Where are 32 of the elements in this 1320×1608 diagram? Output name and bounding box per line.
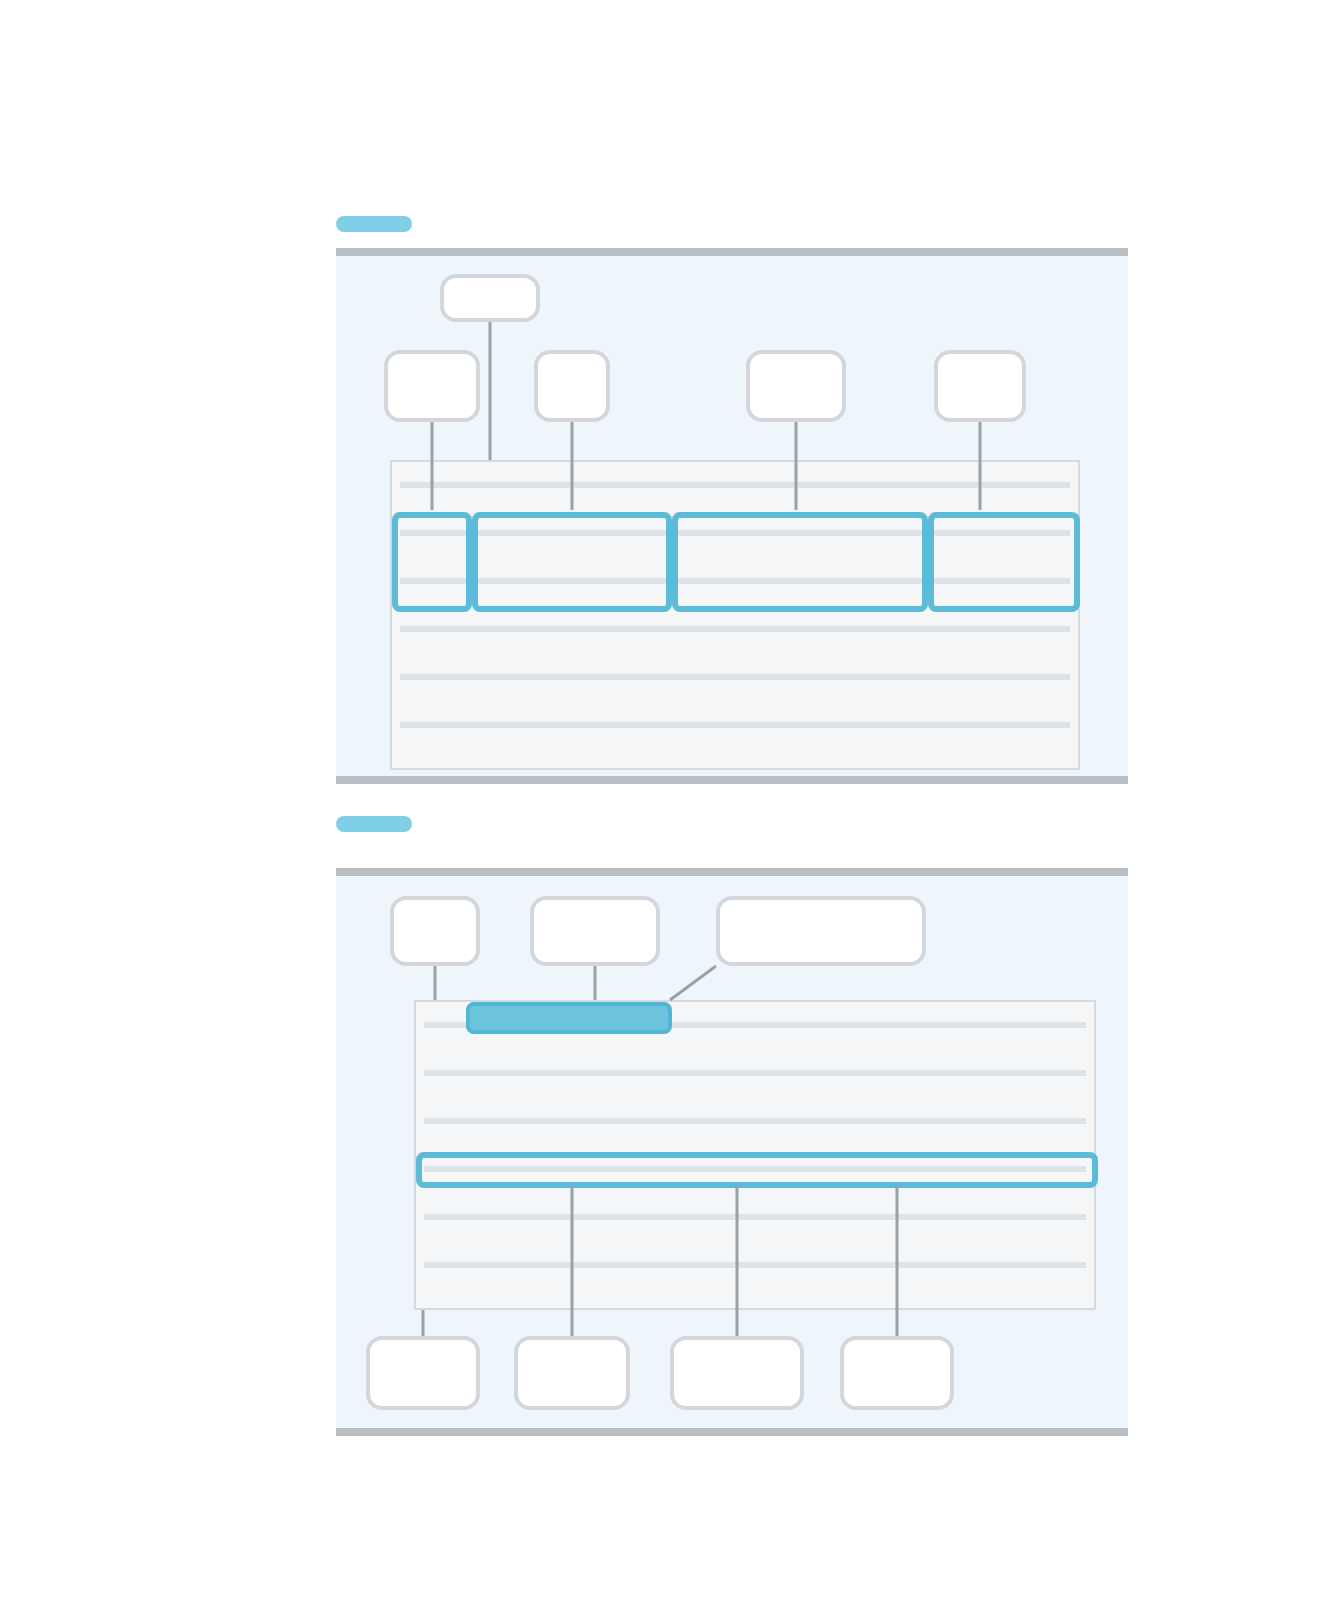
callout-box: [390, 896, 480, 966]
highlight-frame: [672, 512, 928, 612]
screenshot-placeholder: [390, 460, 1080, 770]
leader-line: [669, 964, 717, 1002]
callout-box: [746, 350, 846, 422]
highlight-frame: [416, 1152, 1098, 1188]
highlight-frame: [392, 512, 472, 612]
callout-box: [366, 1336, 480, 1410]
highlight-frame: [472, 512, 672, 612]
callout-box: [440, 274, 540, 322]
leader-line: [735, 1186, 739, 1336]
callout-box: [534, 350, 610, 422]
leader-line: [593, 966, 597, 1000]
leader-line: [421, 1310, 425, 1336]
leader-line: [430, 422, 434, 510]
callout-box: [716, 896, 926, 966]
leader-line: [488, 322, 492, 460]
leader-line: [570, 422, 574, 510]
callout-box: [514, 1336, 630, 1410]
leader-line: [433, 966, 437, 1000]
leader-line: [570, 1186, 574, 1336]
leader-line: [978, 422, 982, 510]
callout-box: [384, 350, 480, 422]
highlight-frame: [928, 512, 1080, 612]
callout-box: [670, 1336, 804, 1410]
callout-box: [840, 1336, 954, 1410]
highlight-frame: [466, 1002, 672, 1034]
screenshot-placeholder: [414, 1000, 1096, 1310]
leader-line: [794, 422, 798, 510]
leader-line: [895, 1186, 899, 1336]
callout-box: [530, 896, 660, 966]
callout-box: [934, 350, 1026, 422]
